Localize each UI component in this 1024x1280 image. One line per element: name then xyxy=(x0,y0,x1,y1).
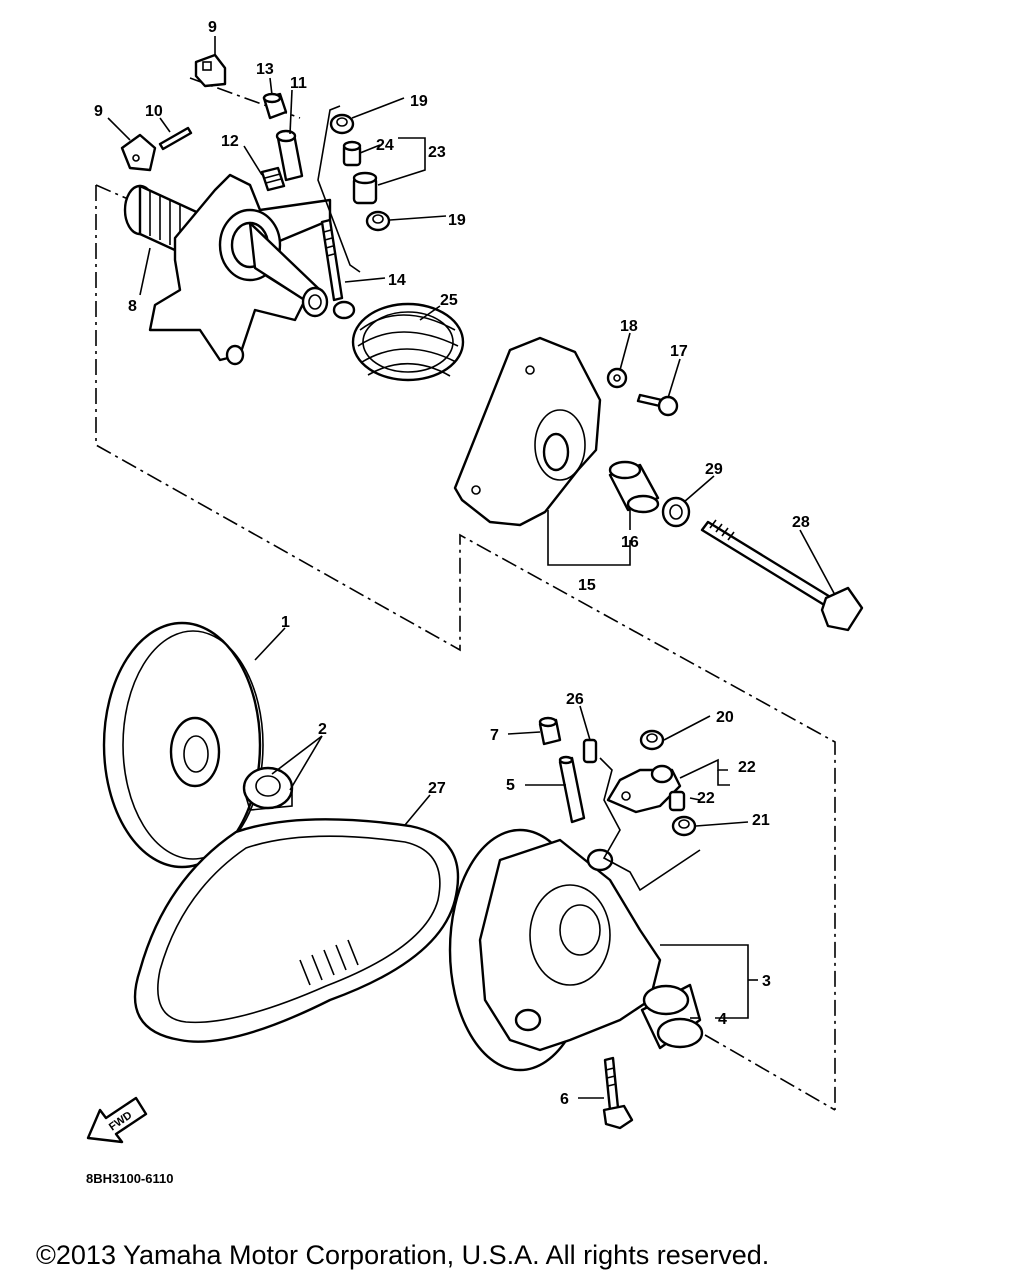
callout-13: 14 xyxy=(388,272,406,289)
callout-3: 3 xyxy=(762,973,771,990)
callout-18: 18 xyxy=(620,318,638,335)
callout-24: 22 xyxy=(697,790,715,807)
callout-2: 2 xyxy=(318,721,327,738)
callout-17: 17 xyxy=(670,343,688,360)
washer-19-lower xyxy=(365,210,391,232)
forward-arrow: FWD xyxy=(86,1096,148,1144)
callout-28: 28 xyxy=(792,514,810,531)
callout-22-lower: 21 xyxy=(752,812,770,829)
washer-22-upper xyxy=(639,729,665,751)
arm-23 xyxy=(606,764,682,814)
callout-25: 26 xyxy=(566,691,584,708)
bolt-13 xyxy=(320,218,356,320)
callout-9-upper: 9 xyxy=(208,19,217,36)
nut-7 xyxy=(538,716,562,746)
spring-26 xyxy=(351,302,465,382)
callout-5: 5 xyxy=(506,777,515,794)
bolt-17 xyxy=(636,393,679,417)
callout-14: 13 xyxy=(256,61,274,78)
callout-numbers: 9 9 10 13 11 12 19 24 23 19 14 25 8 18 1… xyxy=(94,19,810,1108)
bolt-6 xyxy=(602,1056,634,1130)
callout-23: 22 xyxy=(738,759,756,776)
washer-18 xyxy=(606,367,628,389)
bushing-2 xyxy=(242,766,294,811)
callout-19-lower: 19 xyxy=(448,212,466,229)
callout-15: 15 xyxy=(578,577,596,594)
washer-29 xyxy=(661,496,691,528)
pin-5 xyxy=(558,755,586,824)
fixed-sheave-1 xyxy=(102,621,264,869)
pin-25 xyxy=(582,738,598,764)
callout-7: 7 xyxy=(490,727,499,744)
callout-10: 10 xyxy=(145,103,163,120)
callout-16: 16 xyxy=(621,534,639,551)
weight-9-lower xyxy=(120,133,157,172)
callout-21: 24 xyxy=(376,137,394,154)
callout-27: 27 xyxy=(428,780,446,797)
callout-12: 12 xyxy=(221,133,239,150)
bushing-21 xyxy=(342,140,362,167)
spring-12 xyxy=(260,166,286,192)
callout-19-upper: 19 xyxy=(410,93,428,110)
callout-1: 1 xyxy=(281,614,290,631)
secondary-sheave-3 xyxy=(448,828,662,1072)
callout-9-lower: 9 xyxy=(94,103,103,120)
callout-6: 6 xyxy=(560,1091,569,1108)
callout-29: 29 xyxy=(705,461,723,478)
drawing-code: 8BH3100-6110 xyxy=(86,1171,173,1186)
bushing-16 xyxy=(608,460,660,514)
collar-11 xyxy=(275,129,304,182)
primary-sheave-hub xyxy=(123,173,332,366)
bolt-28 xyxy=(700,519,864,632)
callout-22-upper: 20 xyxy=(716,709,734,726)
callout-26: 25 xyxy=(440,292,458,309)
callout-4: 4 xyxy=(718,1011,727,1028)
bushing-4 xyxy=(640,983,704,1050)
washer-22-lower xyxy=(671,815,697,837)
cover-15 xyxy=(453,336,602,527)
drive-belt-27 xyxy=(133,818,460,1043)
roller-20 xyxy=(352,171,378,205)
washer-19-upper xyxy=(329,113,355,135)
pin-10 xyxy=(158,126,193,151)
callout-11: 11 xyxy=(290,75,307,92)
copyright-notice: ©2013 Yamaha Motor Corporation, U.S.A. A… xyxy=(36,1240,770,1270)
nut-14 xyxy=(262,92,288,120)
callout-8: 8 xyxy=(128,298,137,315)
leader-lines xyxy=(107,36,836,1099)
roller-24 xyxy=(668,790,686,812)
callout-20: 23 xyxy=(428,144,446,161)
weight-9-upper xyxy=(194,53,227,88)
